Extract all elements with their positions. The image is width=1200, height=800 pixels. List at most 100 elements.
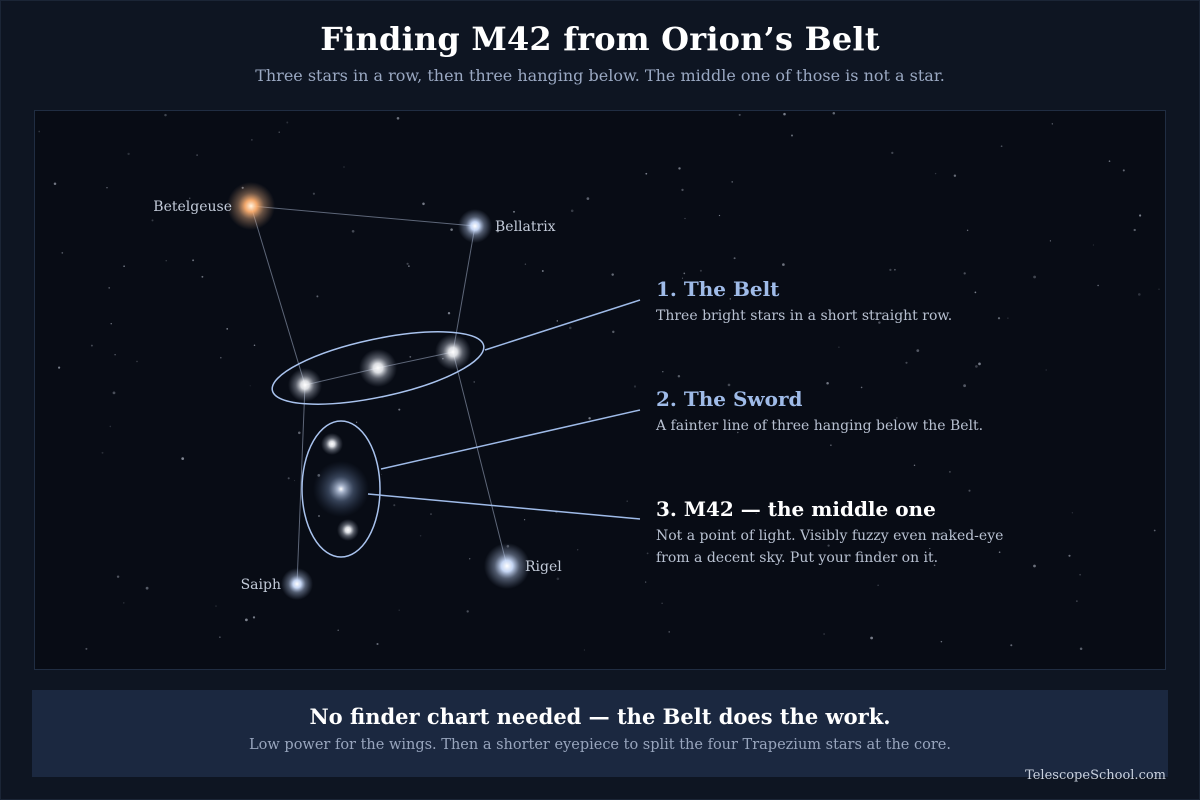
background-star xyxy=(1079,647,1083,651)
background-star xyxy=(1000,145,1003,148)
background-star xyxy=(466,610,469,613)
callout-m42-title: 3. M42 — the middle one xyxy=(656,497,936,521)
background-star xyxy=(681,277,684,279)
background-star xyxy=(513,210,515,213)
background-star xyxy=(450,228,453,231)
background-star xyxy=(430,513,432,516)
m42-nebula xyxy=(313,461,369,517)
background-star xyxy=(677,374,681,378)
background-star xyxy=(123,265,125,268)
background-star xyxy=(727,383,731,387)
background-star xyxy=(830,444,832,446)
label-betelgeuse: Betelgeuse xyxy=(153,199,232,215)
background-star xyxy=(298,431,301,435)
label-saiph: Saiph xyxy=(241,577,281,593)
background-star xyxy=(398,609,400,611)
background-star xyxy=(827,544,830,547)
background-star xyxy=(938,532,941,536)
background-star xyxy=(53,182,57,186)
background-star xyxy=(916,349,920,352)
background-star xyxy=(683,272,686,275)
background-star xyxy=(583,649,585,651)
background-star xyxy=(393,504,396,507)
background-star xyxy=(626,500,628,502)
background-star xyxy=(586,197,590,200)
callout-m42-desc-line-2: from a decent sky. Put your finder on it… xyxy=(656,550,938,566)
background-star xyxy=(755,512,757,514)
background-star xyxy=(963,384,966,388)
background-star xyxy=(1097,284,1099,287)
background-star xyxy=(316,295,319,298)
background-star xyxy=(496,229,500,233)
background-star xyxy=(145,586,149,590)
star-mintaka xyxy=(435,334,471,370)
background-star xyxy=(523,519,526,521)
background-star xyxy=(611,273,614,276)
star-sword-bottom xyxy=(337,519,359,541)
background-star xyxy=(110,323,112,325)
callout-m42: 3. M42 — the middle one Not a point of l… xyxy=(656,497,1003,566)
background-star xyxy=(541,270,544,272)
background-star xyxy=(940,640,943,643)
callout-leaders xyxy=(367,299,641,520)
background-star xyxy=(633,385,637,388)
callout-m42-desc-line-1: Not a point of light. Visibly fuzzy even… xyxy=(656,528,1003,544)
background-star xyxy=(1071,512,1074,514)
background-star xyxy=(645,581,647,583)
background-star xyxy=(215,605,217,607)
background-star xyxy=(201,275,204,278)
background-star xyxy=(894,268,896,271)
page-subtitle: Three stars in a row, then three hanging… xyxy=(255,66,945,85)
background-star xyxy=(1158,288,1160,290)
orion-diagram: Betelgeuse Bellatrix Saiph Rigel 1. The … xyxy=(38,112,1160,651)
background-star xyxy=(469,558,471,560)
background-star xyxy=(1033,564,1036,568)
callout-sword: 2. The Sword A fainter line of three han… xyxy=(655,387,983,434)
background-star xyxy=(343,166,345,168)
background-star xyxy=(1051,123,1053,125)
line-betelgeuse-bellatrix xyxy=(250,205,476,227)
background-star xyxy=(877,584,879,586)
background-star xyxy=(1010,644,1013,647)
background-star xyxy=(913,464,916,467)
background-star xyxy=(612,330,615,334)
background-star xyxy=(116,575,120,578)
background-star xyxy=(570,209,574,213)
banner-subtitle: Low power for the wings. Then a shorter … xyxy=(249,737,951,753)
background-star xyxy=(975,365,978,368)
star-sword-top xyxy=(321,433,343,455)
site-credit: TelescopeSchool.com xyxy=(1025,768,1166,783)
background-star xyxy=(684,217,686,220)
bottom-banner: No finder chart needed — the Belt does t… xyxy=(32,690,1168,777)
background-star xyxy=(826,381,829,385)
background-star xyxy=(165,260,167,262)
sword-highlight-ellipse xyxy=(301,420,381,558)
background-star xyxy=(949,471,951,473)
background-star xyxy=(85,647,88,650)
background-star xyxy=(287,477,290,480)
background-star xyxy=(189,197,191,199)
background-star xyxy=(114,353,116,356)
star-alnilam xyxy=(359,349,397,387)
background-star xyxy=(677,534,680,538)
background-star xyxy=(731,181,733,183)
background-star xyxy=(791,134,793,137)
background-star xyxy=(868,312,871,315)
background-star xyxy=(699,269,702,272)
leader-sword xyxy=(380,409,641,470)
background-star xyxy=(832,112,836,115)
background-star xyxy=(661,602,663,604)
background-star xyxy=(1133,228,1136,232)
background-star xyxy=(1108,160,1111,162)
callout-belt-title: 1. The Belt xyxy=(656,277,780,301)
background-star xyxy=(127,152,130,156)
background-star xyxy=(376,642,379,646)
background-star xyxy=(556,320,559,322)
background-star xyxy=(1138,293,1141,296)
background-star xyxy=(419,535,422,537)
background-star xyxy=(556,577,560,581)
background-star xyxy=(90,344,93,347)
background-star xyxy=(678,167,681,170)
callout-belt: 1. The Belt Three bright stars in a shor… xyxy=(656,277,952,324)
background-star xyxy=(337,629,339,632)
